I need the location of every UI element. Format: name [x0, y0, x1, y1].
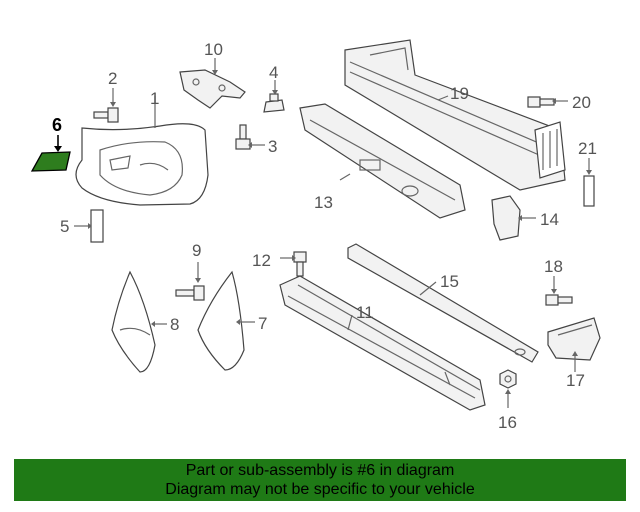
part-4-clip[interactable] [263, 80, 285, 113]
info-banner: Part or sub-assembly is #6 in diagram Di… [14, 459, 626, 501]
callout-11: 11 [356, 303, 374, 322]
part-16-nut[interactable] [499, 369, 517, 408]
callout-5: 5 [60, 217, 69, 236]
callout-4: 4 [269, 63, 278, 82]
callout-1: 1 [150, 89, 159, 108]
part-9-bolt[interactable] [175, 262, 205, 301]
callout-3: 3 [268, 137, 277, 156]
part-20-bolt[interactable] [527, 96, 568, 108]
callout-18: 18 [544, 257, 563, 276]
callout-16: 16 [498, 413, 517, 432]
banner-line-2: Diagram may not be specific to your vehi… [165, 481, 475, 498]
part-14-bracket[interactable] [491, 195, 536, 241]
banner-line-1: Part or sub-assembly is #6 in diagram [185, 462, 455, 479]
callout-17: 17 [566, 371, 585, 390]
part-17-bracket[interactable] [547, 317, 601, 372]
part-5-pad[interactable] [74, 209, 104, 243]
callout-12: 12 [252, 251, 271, 270]
part-12-bolt[interactable] [280, 251, 307, 277]
callout-10: 10 [204, 40, 223, 59]
callout-15: 15 [440, 272, 459, 291]
callout-9: 9 [192, 241, 201, 260]
callout-20: 20 [572, 93, 591, 112]
callout-7: 7 [258, 314, 267, 333]
part-13-absorber[interactable] [299, 103, 466, 219]
part-11-bumper-beam[interactable] [279, 275, 486, 411]
part-19-beam[interactable] [344, 39, 566, 191]
part-6-highlighted[interactable] [30, 135, 71, 172]
part-8-deflector-left[interactable] [111, 270, 167, 373]
part-7-deflector-right[interactable] [197, 270, 255, 371]
callout-21: 21 [578, 139, 597, 158]
part-21-pad[interactable] [583, 158, 595, 207]
callout-19: 19 [450, 84, 469, 103]
part-3-bolt[interactable] [235, 124, 265, 150]
callout-6: 6 [52, 115, 62, 135]
part-10-bracket[interactable] [179, 58, 246, 109]
callout-13: 13 [314, 193, 333, 212]
callout-8: 8 [170, 315, 179, 334]
callout-2: 2 [108, 69, 117, 88]
part-18-bolt[interactable] [545, 276, 573, 306]
part-2-bolt[interactable] [93, 88, 119, 123]
part-1-fender-liner[interactable] [75, 96, 209, 206]
part-15-tube[interactable] [347, 243, 539, 363]
callout-14: 14 [540, 210, 559, 229]
